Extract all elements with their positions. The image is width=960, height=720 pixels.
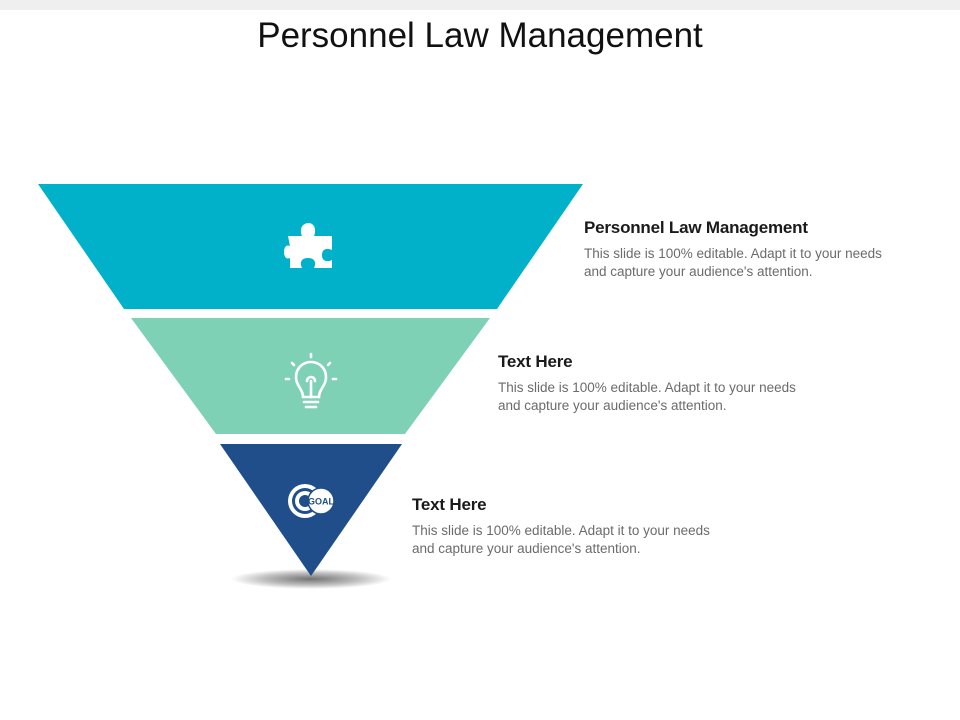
item-block-1: Personnel Law Management This slide is 1… — [584, 217, 924, 281]
item-body: This slide is 100% editable. Adapt it to… — [498, 380, 796, 413]
item-body: This slide is 100% editable. Adapt it to… — [412, 523, 710, 556]
item-body: This slide is 100% editable. Adapt it to… — [584, 246, 882, 279]
goal-target-icon: GOAL — [288, 484, 335, 518]
funnel-shadow — [231, 569, 391, 589]
puzzle-icon — [284, 223, 332, 268]
item-block-3: Text Here This slide is 100% editable. A… — [412, 494, 752, 558]
item-heading: Text Here — [412, 495, 487, 514]
slide-title: Personnel Law Management — [257, 16, 703, 55]
item-heading: Text Here — [498, 352, 573, 371]
lightbulb-icon — [284, 352, 338, 409]
item-heading: Personnel Law Management — [584, 218, 808, 237]
top-bar — [0, 0, 960, 10]
goal-icon-label: GOAL — [308, 497, 335, 507]
item-block-2: Text Here This slide is 100% editable. A… — [498, 351, 838, 415]
